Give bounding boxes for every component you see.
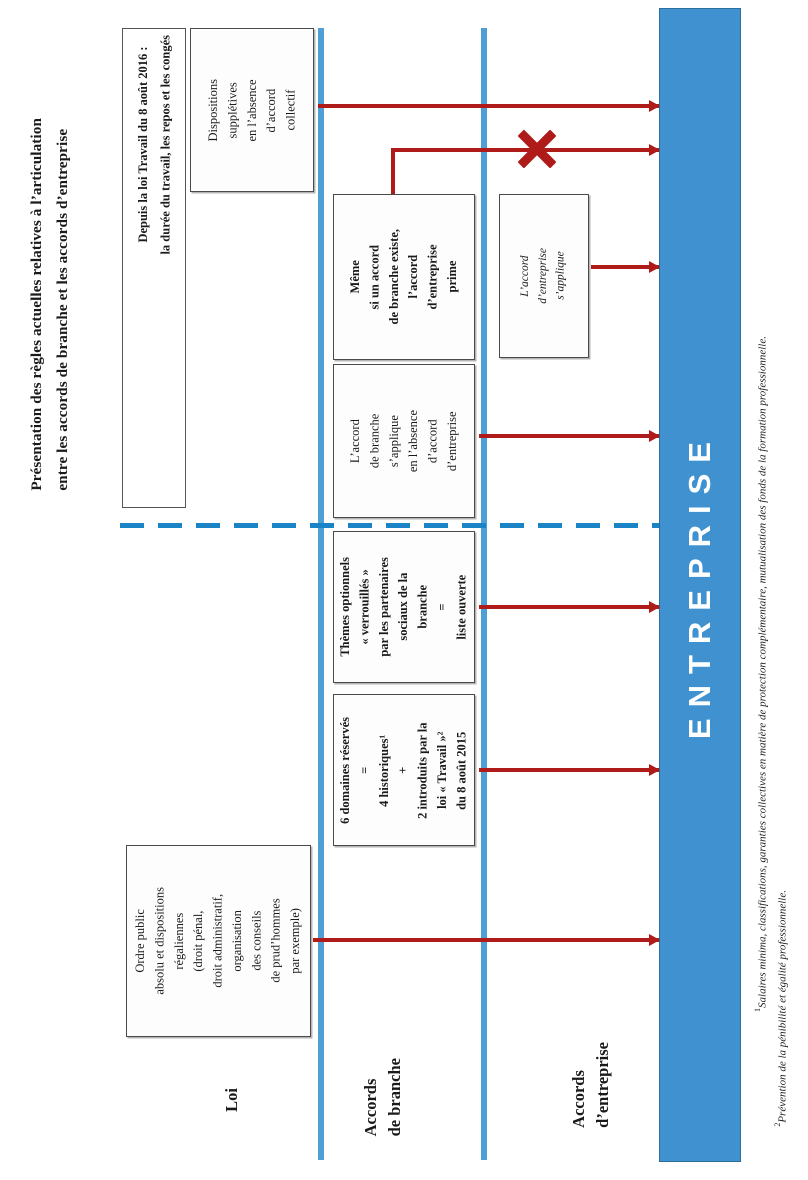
column-label-accords-d-entreprise: Accords d’entreprise [568,1042,614,1168]
footnote-1: 1Salaires minima, classifications, garan… [752,336,770,1176]
box-dispositions-suppletives[interactable]: Dispositions supplétives en l’absence d’… [190,28,314,192]
footnote-2-text: Prévention de la pénibilité et égalité p… [776,890,789,1123]
column-divider-loi-branche [318,28,324,1160]
column-label-loi: Loi [212,1088,252,1164]
box-domaines-reserves[interactable]: 6 domaines réservés = 4 historiques¹ + 2… [333,694,475,846]
box-accord-branche-applique[interactable]: L’accord de branche s’applique en l’abse… [333,364,475,518]
column-label-accords-d-entreprise-text: Accords d’entreprise [569,1042,612,1128]
box-ordre-public[interactable]: Ordre public absolu et dispositions réga… [126,845,311,1037]
page-title-text: Présentation des règles actuelles relati… [27,118,71,491]
dashed-separator [120,523,680,528]
column-label-accords-de-branche: Accords de branche [360,1058,406,1168]
box-ordre-public-text: Ordre public absolu et dispositions réga… [133,887,303,995]
entreprise-bar-label: ENTREPRISE [682,430,717,740]
arrow-accord-entreprise-sapplique-to-entreprise [591,265,659,269]
arrow-prime-to-entreprise [391,148,659,152]
entreprise-bar: ENTREPRISE [659,8,741,1162]
box-domaines-reserves-text: 6 domaines réservés = 4 historiques¹ + 2… [338,716,469,824]
footnote-1-marker: 1 [753,1007,762,1012]
box-dispositions-suppletives-text: Dispositions supplétives en l’absence d’… [205,78,298,142]
box-accord-entreprise-sapplique[interactable]: L’accord d’entreprise s’applique [499,194,589,358]
column-label-loi-text: Loi [222,1088,242,1112]
box-accord-branche-applique-text: L’accord de branche s’applique en l’abse… [347,409,459,473]
box-themes-optionnels[interactable]: Thèmes optionnels « verrouillés » par le… [333,531,475,683]
arrow-domaines-reserves-to-entreprise [479,768,659,772]
footnote-1-text: Salaires minima, classifications, garant… [756,336,769,1008]
page-title: Présentation des règles actuelles relati… [18,118,82,738]
box-accord-entreprise-sapplique-text: L’accord d’entreprise s’applique [519,248,567,304]
arrow-themes-optionnels-to-entreprise [479,605,659,609]
box-themes-optionnels-text: Thèmes optionnels « verrouillés » par le… [338,557,469,657]
arrow-ordre-public-to-entreprise [313,938,659,942]
column-divider-branche-entreprise [481,28,487,1160]
footnote-2-marker: 2 [773,1122,782,1127]
arrow-dispositions-to-entreprise [318,104,659,108]
arrow-accord-branche-to-entreprise [479,434,659,438]
cross-out-icon [516,128,558,170]
footnote-2: 2Prévention de la pénibilité et égalité … [772,890,790,1176]
box-depuis-loi-travail-text: Depuis la loi Travail du 8 août 2016 : l… [135,35,173,255]
arrow-prime-elbow-vertical [391,148,395,194]
box-depuis-loi-travail[interactable]: Depuis la loi Travail du 8 août 2016 : l… [122,28,186,508]
box-accord-entreprise-prime-text: Même si un accord de branche existe, l’a… [347,229,459,325]
column-label-accords-de-branche-text: Accords de branche [361,1058,404,1137]
box-accord-entreprise-prime[interactable]: Même si un accord de branche existe, l’a… [333,194,475,360]
